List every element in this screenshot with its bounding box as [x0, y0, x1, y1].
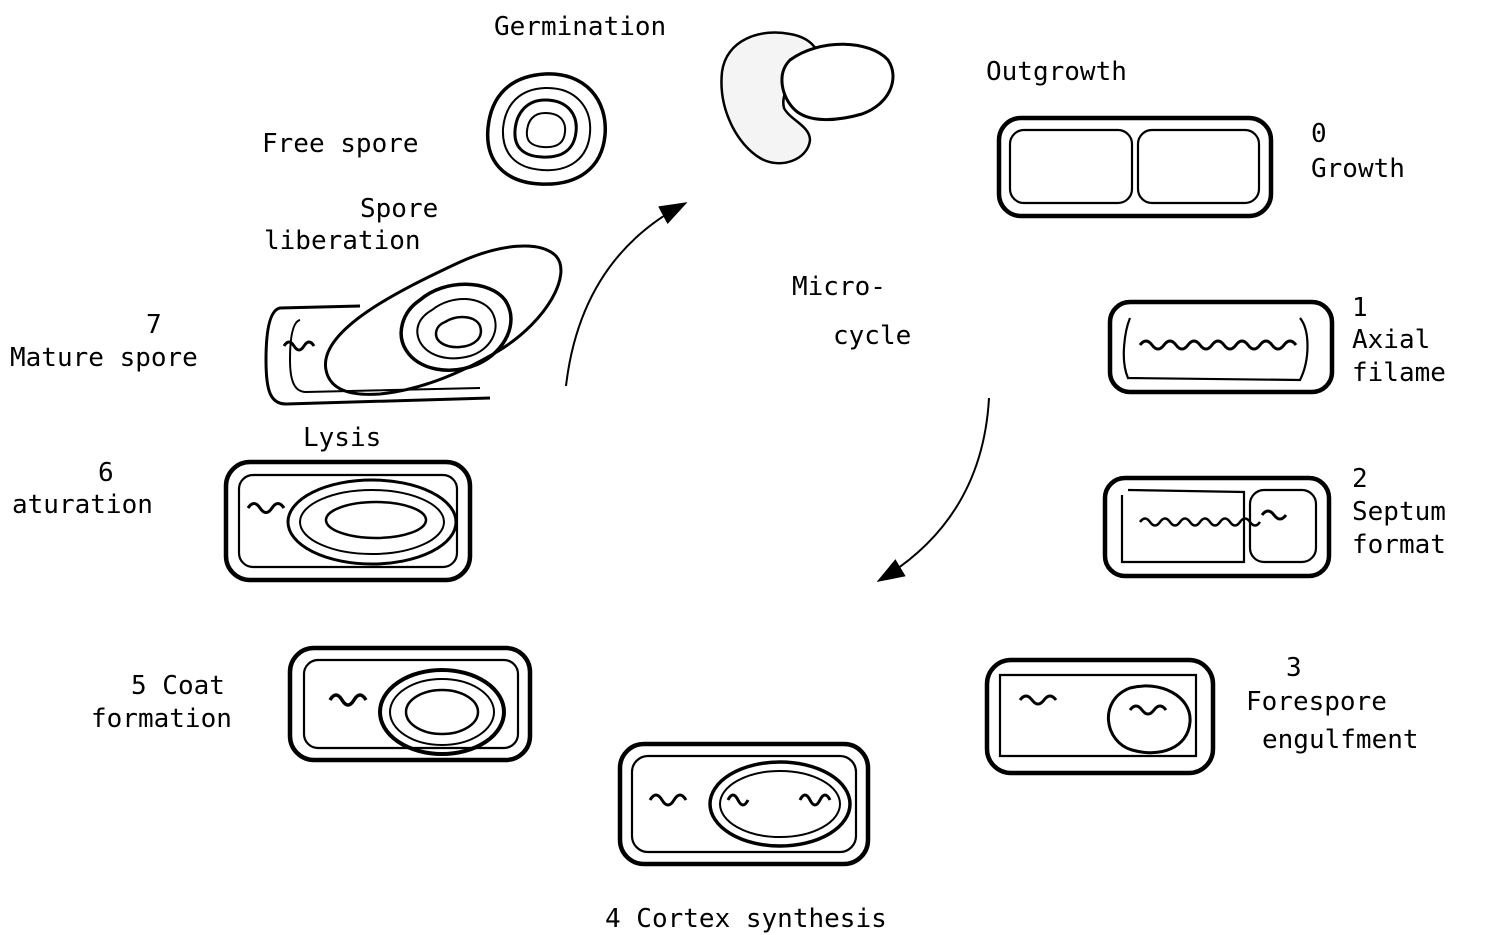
- label-outgrowth: Outgrowth: [986, 57, 1127, 87]
- label-stage7-number: 7: [146, 310, 162, 340]
- label-spore-liberation-1: Spore: [360, 194, 438, 224]
- label-stage1-name-2: filame: [1352, 358, 1446, 388]
- label-stage2-number: 2: [1352, 464, 1368, 494]
- label-spore-liberation-2: liberation: [264, 226, 421, 256]
- germination-drawing: [721, 33, 893, 164]
- label-stage2-name-1: Septum: [1352, 497, 1446, 527]
- stage1-cell: [1110, 302, 1332, 392]
- cycle-arrow-left: [566, 204, 684, 386]
- label-stage6-number: 6: [98, 458, 114, 488]
- label-microcycle-1: Micro-: [792, 272, 886, 302]
- stage4-cell: [620, 744, 868, 864]
- label-stage5-2: formation: [91, 704, 232, 734]
- stage5-cell: [290, 648, 530, 760]
- cycle-arrow-right: [880, 398, 989, 580]
- label-stage0-name: Growth: [1311, 154, 1405, 184]
- label-stage3-name-2: engulfment: [1262, 725, 1419, 755]
- label-free-spore: Free spore: [262, 129, 419, 159]
- free-spore-drawing: [488, 74, 606, 184]
- label-stage4: 4 Cortex synthesis: [605, 904, 887, 934]
- label-stage6-name: aturation: [12, 490, 153, 520]
- stage3-cell: [987, 660, 1213, 773]
- label-microcycle-2: cycle: [833, 321, 911, 351]
- stage2-cell: [1105, 478, 1329, 576]
- stage0-cell: [999, 118, 1271, 216]
- label-stage3-name-1: Forespore: [1246, 687, 1387, 717]
- label-stage7-name: Mature spore: [10, 343, 198, 373]
- label-stage0-number: 0: [1311, 119, 1327, 149]
- stage6-cell: [226, 462, 470, 580]
- stage7-cell: [266, 246, 561, 404]
- label-stage2-name-2: format: [1352, 530, 1446, 560]
- label-stage1-number: 1: [1352, 293, 1368, 323]
- label-stage1-name-1: Axial: [1352, 325, 1430, 355]
- label-lysis: Lysis: [303, 423, 381, 453]
- label-stage5-1: 5 Coat: [131, 671, 225, 701]
- label-stage3-number: 3: [1286, 653, 1302, 683]
- label-germination: Germination: [494, 12, 666, 42]
